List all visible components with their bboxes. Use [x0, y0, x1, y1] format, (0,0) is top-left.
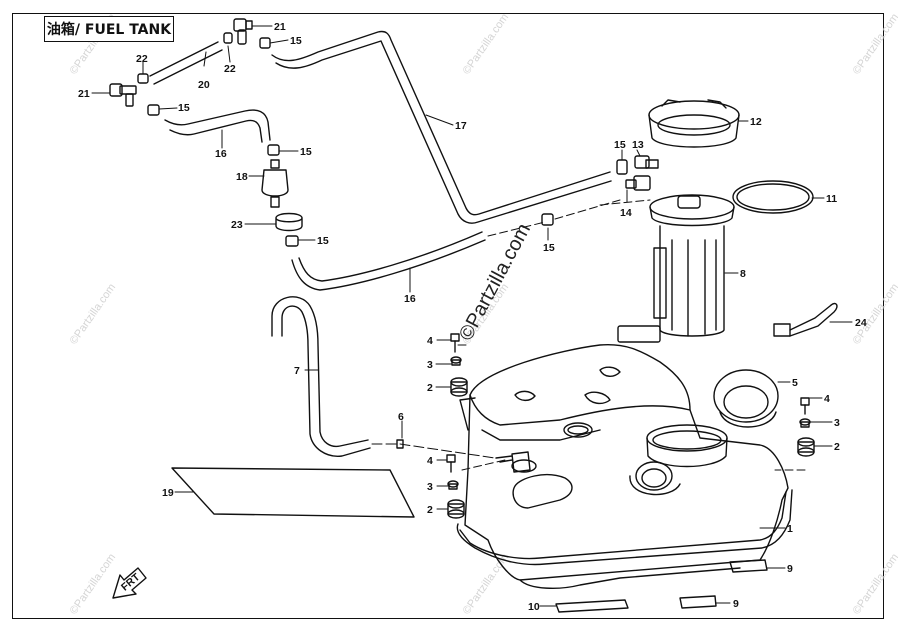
- bolt-4: [800, 397, 810, 415]
- dash-fasteners: [457, 344, 806, 471]
- callout-15: 15: [543, 242, 555, 254]
- dash-link: [487, 199, 651, 237]
- washer-3: [799, 418, 811, 428]
- clamp-15: [147, 104, 160, 116]
- watermark: ©Partzilla.com: [851, 552, 898, 617]
- fitting-21-lower: [109, 83, 137, 107]
- callout-9: 9: [787, 563, 793, 575]
- clip-6: [396, 439, 404, 449]
- callout-18: 18: [236, 171, 248, 183]
- front-arrow-label: FRT: [119, 571, 143, 594]
- watermark: ©Partzilla.com: [68, 282, 119, 347]
- pad-19: [171, 467, 415, 518]
- clamp-15: [541, 213, 554, 226]
- clamp-22: [223, 32, 233, 44]
- watermark: ©Partzilla.com: [68, 552, 119, 617]
- callout-11: 11: [826, 193, 837, 205]
- callout-15: 15: [178, 102, 190, 114]
- callout-21: 21: [274, 21, 286, 33]
- diagram-frame: [12, 13, 884, 619]
- washer-3: [447, 480, 459, 490]
- callout-23: 23: [231, 219, 243, 231]
- callout-7: 7: [294, 365, 300, 377]
- callout-20: 20: [198, 79, 210, 91]
- callout-13: 13: [632, 139, 644, 151]
- hose-20: [149, 41, 223, 85]
- callout-2: 2: [427, 504, 433, 516]
- clamp-15: [259, 37, 271, 49]
- clamp-22: [137, 73, 149, 84]
- connector-14: [625, 175, 651, 191]
- callouts: 21 15 22 20 22 21 15 16 15 18 23 15 17 1…: [78, 21, 867, 613]
- front-arrow-icon: [112, 567, 147, 599]
- lock-ring-12: [648, 99, 740, 148]
- callout-15: 15: [614, 139, 626, 151]
- callout-15: 15: [317, 235, 329, 247]
- callout-10: 10: [528, 601, 540, 613]
- washer-3: [450, 356, 462, 366]
- callout-22: 22: [224, 63, 236, 75]
- bolt-4: [446, 454, 456, 473]
- callout-14: 14: [620, 207, 632, 219]
- callout-6: 6: [398, 411, 404, 423]
- fuel-pump-8: [617, 194, 735, 343]
- watermarks: ©Partzilla.com ©Partzilla.com ©Partzilla…: [68, 12, 898, 617]
- grommet-2: [797, 437, 815, 457]
- clamp-15: [285, 235, 299, 247]
- callout-3: 3: [834, 417, 840, 429]
- connector-13: [634, 155, 659, 169]
- grommet-2: [447, 499, 465, 519]
- clip-23: [275, 212, 303, 232]
- clamp-15: [616, 159, 628, 175]
- callout-15: 15: [290, 35, 302, 47]
- watermark: ©Partzilla.com: [851, 12, 898, 77]
- callout-21: 21: [78, 88, 90, 100]
- fuel-cap-5: [713, 369, 779, 428]
- callout-4: 4: [824, 393, 830, 405]
- fuel-tank-1: [456, 343, 793, 589]
- callout-22: 22: [136, 53, 148, 65]
- grommet-2: [450, 377, 468, 397]
- callout-2: 2: [427, 382, 433, 394]
- fitting-21-upper: [233, 18, 253, 45]
- callout-16: 16: [404, 293, 416, 305]
- callout-2: 2: [834, 441, 840, 453]
- callout-3: 3: [427, 481, 433, 493]
- hose-16-lower: [291, 231, 486, 291]
- seal-11: [732, 180, 814, 214]
- watermark: ©Partzilla.com: [851, 282, 898, 347]
- callout-17: 17: [455, 120, 467, 132]
- diagram-title: 油箱/ FUEL TANK: [44, 16, 174, 42]
- callout-15: 15: [300, 146, 312, 158]
- leader-lines: [91, 25, 853, 607]
- callout-3: 3: [427, 359, 433, 371]
- fuel-filter-18: [261, 159, 289, 208]
- pad-10: [555, 599, 629, 613]
- callout-24: 24: [855, 317, 867, 329]
- callout-5: 5: [792, 377, 798, 389]
- tank-tab: [459, 397, 476, 431]
- callout-12: 12: [750, 116, 762, 128]
- callout-4: 4: [427, 455, 433, 467]
- callout-9: 9: [733, 598, 739, 610]
- callout-19: 19: [162, 487, 174, 499]
- pad-9: [679, 595, 717, 609]
- dash-6: [371, 443, 496, 459]
- sensor-24: [773, 302, 838, 337]
- watermark: ©Partzilla.com: [461, 552, 512, 617]
- callout-1: 1: [787, 523, 793, 535]
- hose-7: [271, 296, 371, 457]
- callout-8: 8: [740, 268, 746, 280]
- watermark: ©Partzilla.com: [461, 12, 512, 77]
- pad-9: [729, 559, 768, 573]
- clamp-15: [267, 144, 280, 156]
- bolt-4: [450, 333, 460, 353]
- callout-4: 4: [427, 335, 433, 347]
- hose-16-upper: [164, 109, 271, 143]
- callout-16: 16: [215, 148, 227, 160]
- hose-17: [271, 30, 612, 224]
